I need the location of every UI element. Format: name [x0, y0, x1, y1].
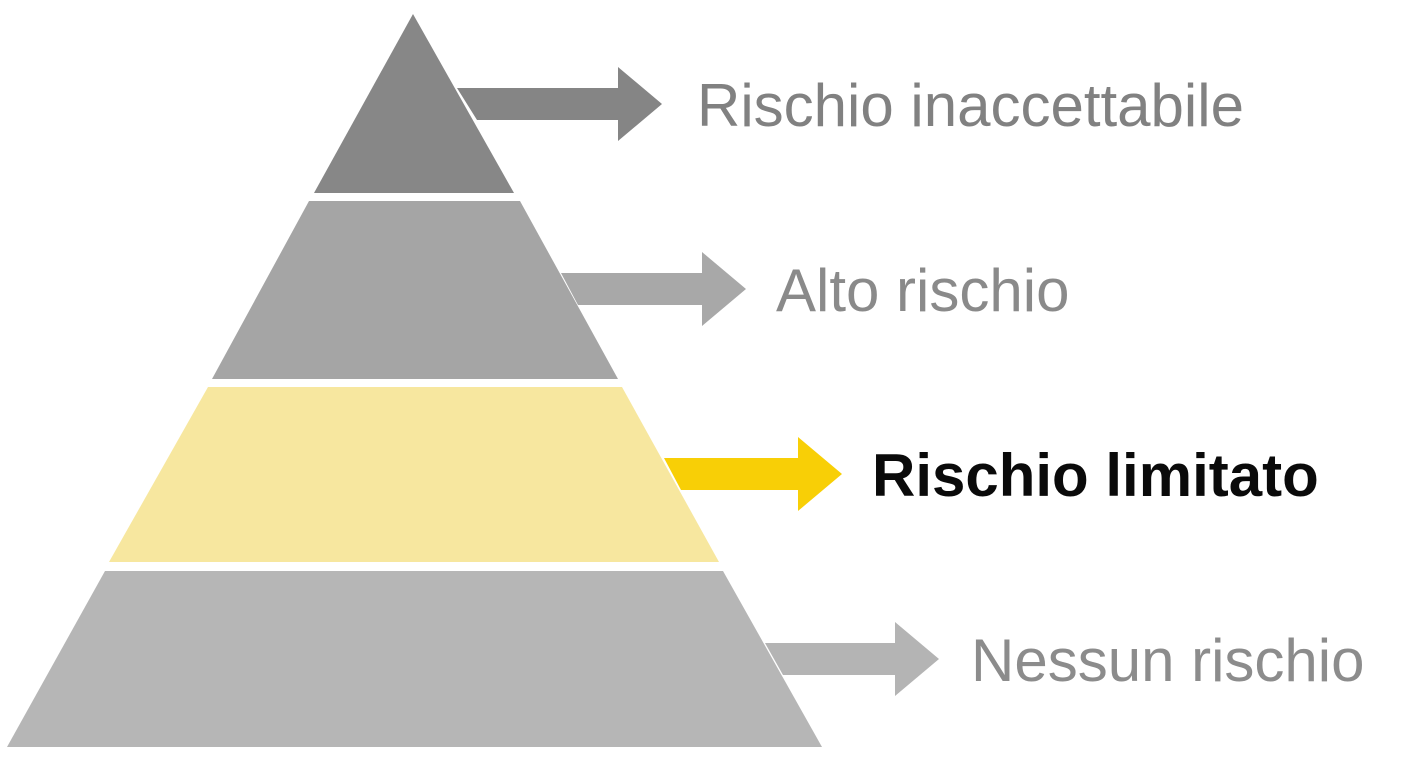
- label-limited-risk: Rischio limitato: [872, 442, 1319, 509]
- label-unacceptable-risk: Rischio inaccettabile: [697, 72, 1244, 139]
- label-no-risk: Nessun rischio: [971, 627, 1365, 694]
- arrow-high-icon: [561, 252, 746, 326]
- arrow-limited-icon: [664, 437, 842, 511]
- arrow-none-icon: [765, 622, 939, 696]
- pyramid-level-none: [7, 571, 822, 747]
- arrow-unacceptable-icon: [457, 67, 662, 141]
- pyramid-level-high: [212, 201, 618, 379]
- pyramid-level-unacceptable: [314, 14, 514, 193]
- label-high-risk: Alto rischio: [776, 257, 1069, 324]
- pyramid-level-limited: [109, 387, 719, 562]
